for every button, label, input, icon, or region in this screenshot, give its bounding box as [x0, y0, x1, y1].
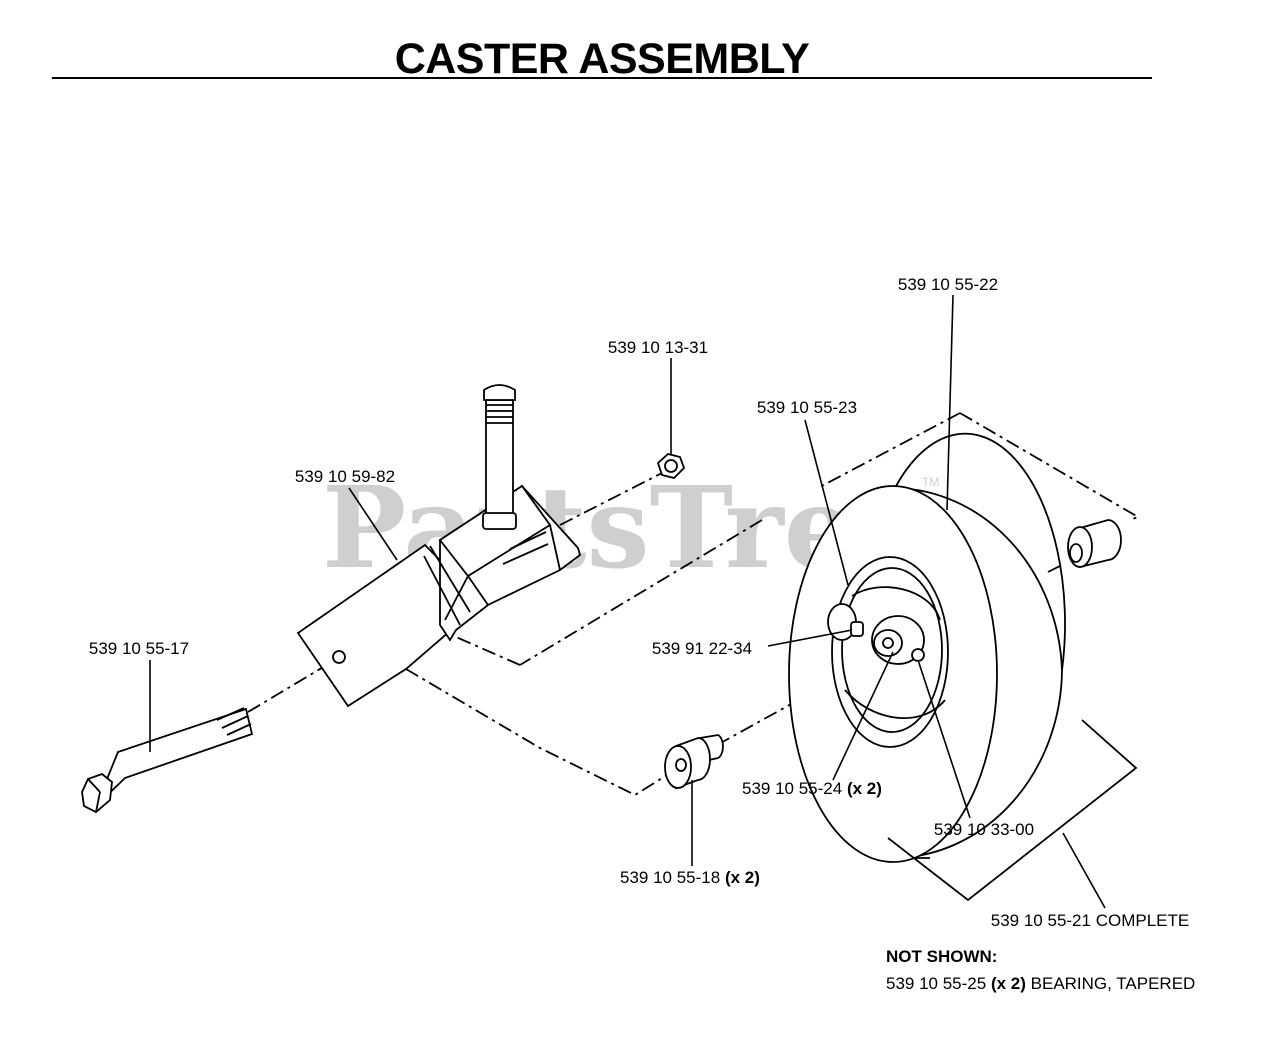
- spacer-right: [1067, 519, 1122, 569]
- label-hub: 539 10 55-23: [757, 398, 857, 417]
- label-tire: 539 10 55-22: [898, 275, 998, 294]
- label-bolt: 539 10 55-17: [89, 639, 189, 658]
- complete-assembly-bracket: [887, 719, 1138, 902]
- grease-fitting: [911, 648, 925, 662]
- label-complete-assembly: 539 10 55-21 COMPLETE: [991, 911, 1189, 930]
- grease-zerk: [850, 621, 864, 637]
- tire: [788, 485, 998, 863]
- leader-lines: [149, 294, 1106, 909]
- hub-rim: [831, 556, 949, 748]
- label-yoke: 539 10 59-82: [295, 467, 395, 486]
- caster-yoke: [296, 484, 582, 708]
- watermark-trademark: TM: [922, 475, 939, 489]
- assembly-centerlines: [247, 412, 1141, 797]
- not-shown-heading: NOT SHOWN:: [886, 947, 997, 966]
- label-spacer: 539 10 55-18 (x 2): [620, 868, 760, 887]
- not-shown-item: 539 10 55-25 (x 2) BEARING, TAPERED: [886, 974, 1195, 993]
- hex-nut: [656, 453, 686, 479]
- caster-wheel: [788, 432, 1066, 863]
- label-fitting: 539 10 33-00: [934, 820, 1034, 839]
- page-title: CASTER ASSEMBLY: [395, 35, 810, 83]
- label-bearing: 539 10 55-24 (x 2): [742, 779, 882, 798]
- label-nut: 539 10 13-31: [608, 338, 708, 357]
- kingpin: [482, 384, 517, 530]
- label-zerk: 539 91 22-34: [652, 639, 752, 658]
- hub-bearing: [871, 615, 925, 665]
- spacer-left: [664, 734, 724, 790]
- hex-bolt: [81, 707, 254, 814]
